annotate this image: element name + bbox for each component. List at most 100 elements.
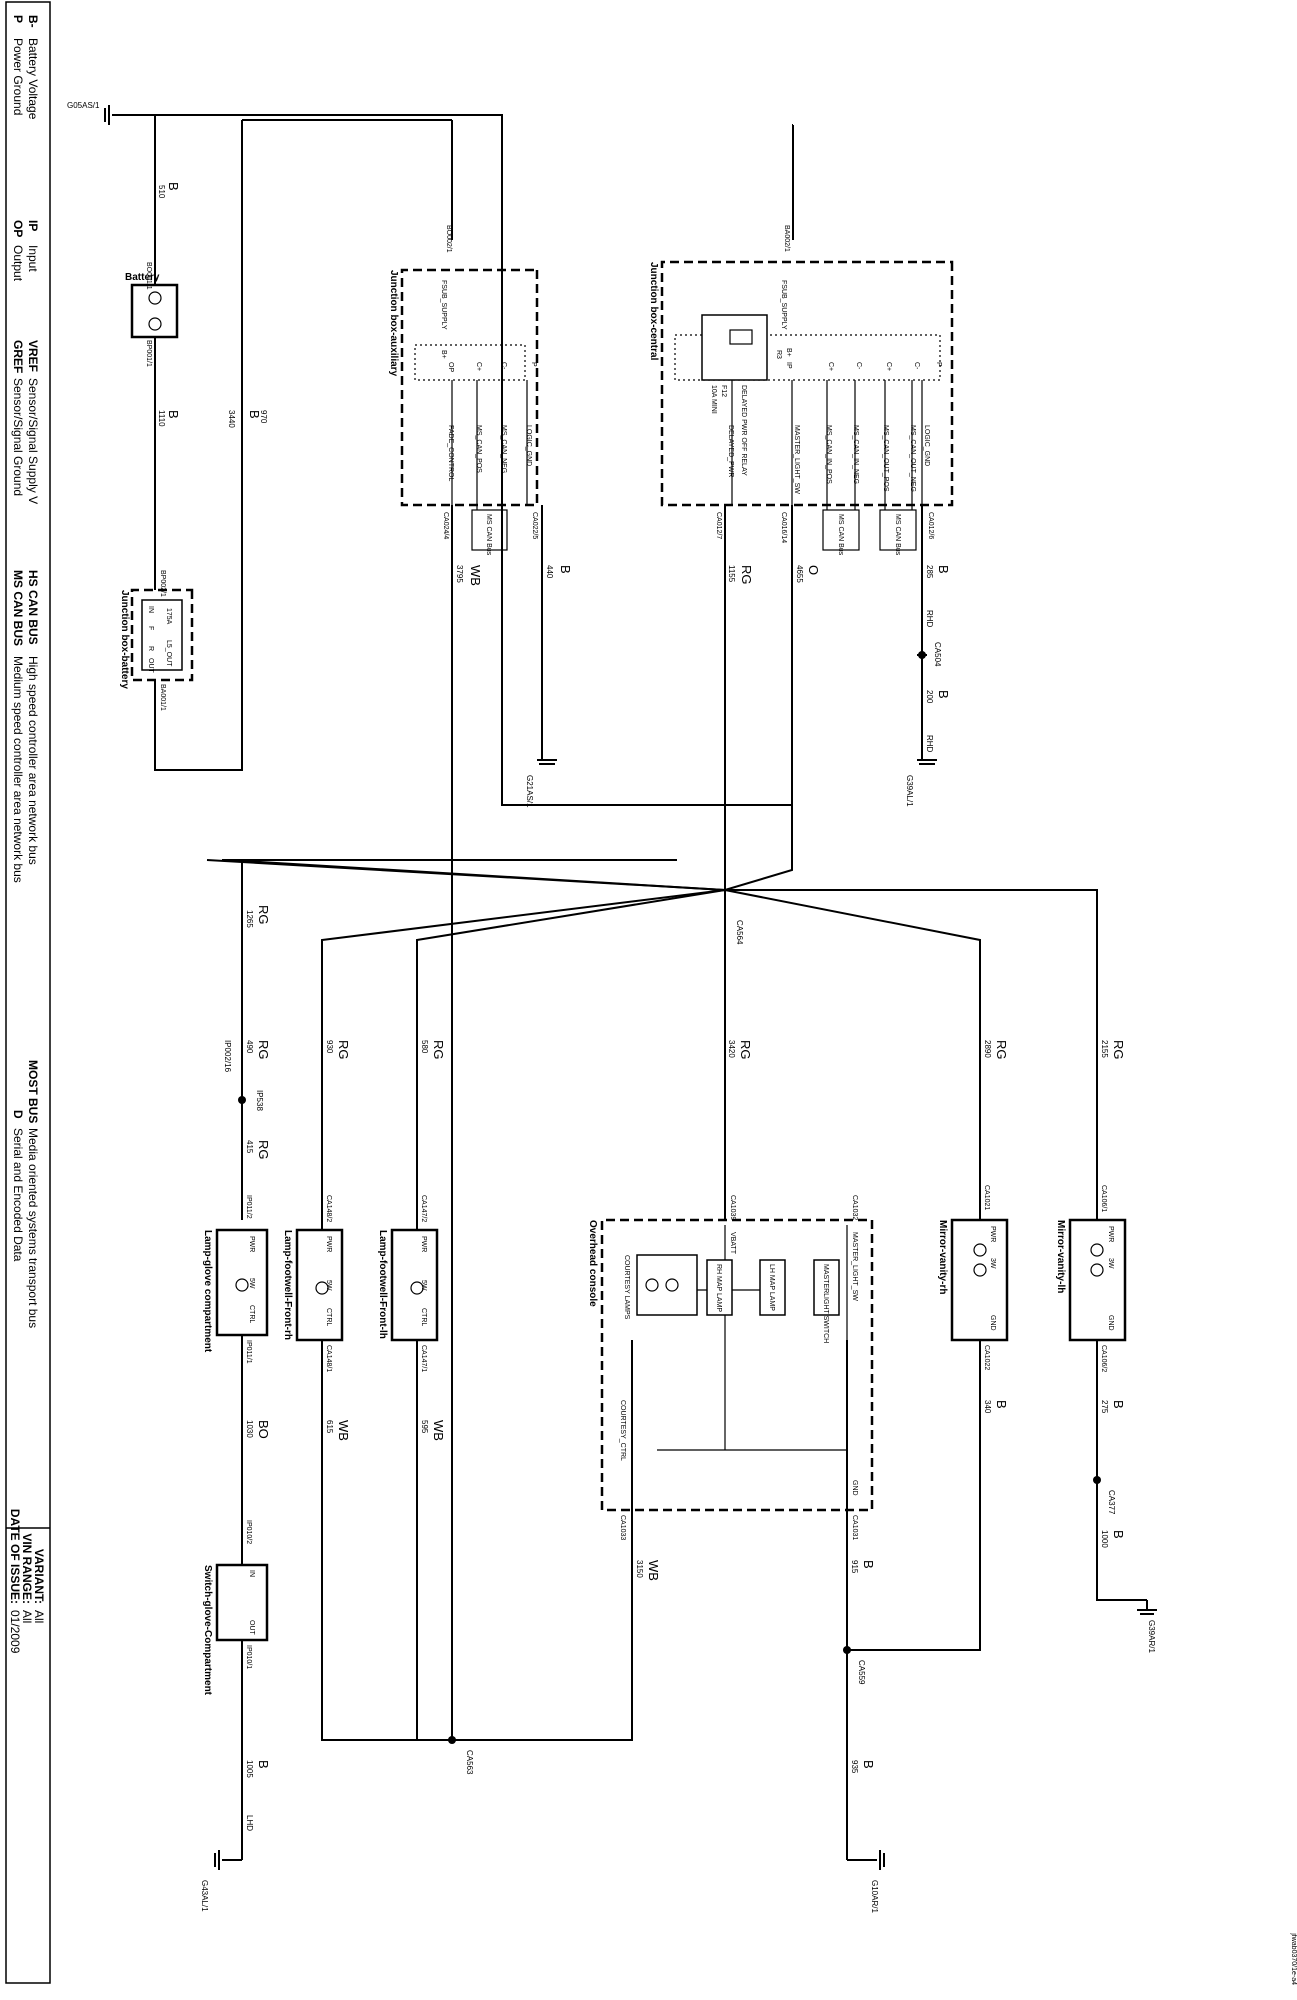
wire-2155: [725, 889, 1098, 1220]
overhead-conn-ca1031: CA1031: [851, 1515, 858, 1540]
mirror-vanity-lh: Mirror-vanity-lh PWR 3W GND CA106/1 CA10…: [1055, 1185, 1127, 1372]
switch-glove-out: OUT: [248, 1620, 255, 1636]
ground-g43al: G43AL/1: [200, 1850, 220, 1912]
wire-915-num: 915: [850, 1560, 859, 1574]
wire-1000-num: 1000: [1100, 1530, 1109, 1548]
mirror-lh-title: Mirror-vanity-lh: [1055, 1220, 1066, 1293]
splice-ca564-label: CA564: [735, 920, 744, 945]
legend-text-ms-can: Medium speed controller area network bus: [11, 656, 25, 883]
wire-3440-color: B: [247, 410, 262, 419]
legend-text-b: Battery Voltage: [26, 38, 40, 120]
jbc-relay-box: [701, 314, 768, 381]
battery: Battery BO001/1 BP001/1: [125, 262, 179, 367]
wire-1265-color: RG: [256, 905, 271, 925]
junction-box-battery: Junction box-battery 175A L5_OUT IN F R …: [119, 570, 194, 711]
wire-285-color: B: [936, 565, 951, 574]
wire-340-num: 340: [983, 1400, 992, 1414]
legend-frame: [5, 1, 51, 1984]
lamp-fw-rh-conn-out: CA148/1: [325, 1345, 332, 1372]
date-value: 01/2009: [8, 1610, 22, 1654]
splices: CA504 CA564 CA563 CA559 CA377 IP538: [238, 642, 1116, 1775]
lamp-fw-lh-bulb: [410, 1281, 424, 1295]
mirror-lh-bulb-2: [1090, 1263, 1104, 1277]
wire-1110-num: 1110: [157, 410, 166, 427]
wire-2155-num: 2155: [1100, 1040, 1109, 1058]
jbb-fuse-block: [141, 599, 183, 671]
date-label: DATE OF ISSUE:: [8, 1509, 22, 1604]
jba-pin-bplus: B+: [440, 350, 447, 359]
lamp-glove-bulb: [235, 1278, 249, 1292]
ip002-label: IP002/16: [223, 1040, 232, 1073]
jbc-pin-cminus-2: C-: [913, 362, 920, 370]
legend-text-p: Power Ground: [11, 38, 25, 115]
ground-g10ar: G10AR/1: [870, 1850, 885, 1913]
jbc-delayed-pwr: DELAYED_PWR: [727, 425, 734, 477]
jba-can-bus-label: MS CAN Bus: [485, 514, 492, 556]
legend-text-hs-can: High speed controller area network bus: [26, 656, 40, 865]
jbc-r3: R3: [775, 350, 782, 359]
wire-930-num: 930: [325, 1040, 334, 1054]
wire-415-num: 415: [245, 1140, 254, 1154]
overhead-frame: [600, 1218, 874, 1512]
splice-ip538: [238, 1096, 246, 1104]
variant-value: All: [32, 1610, 46, 1623]
legend-text-vref: Sensor/Signal Supply V: [26, 378, 40, 504]
jbb-frame: [130, 588, 194, 682]
wire-4655-num: 4655: [795, 565, 804, 583]
ground-g21as-label: G21AS/1: [525, 775, 534, 808]
wire-1030-num: 1030: [245, 1420, 254, 1438]
courtesy-lamp-2: [645, 1278, 659, 1292]
jba-logic-gnd: LOGIC_GND: [525, 425, 532, 466]
wire-440-num: 440: [545, 565, 554, 579]
junction-box-auxiliary: Junction box-auxiliary FSUB_SUPPLY B+ OP…: [388, 225, 539, 556]
courtesy-lamp-1: [665, 1278, 679, 1292]
courtesy-lamps-box: [636, 1254, 698, 1316]
wire-1005-num: 1005: [245, 1760, 254, 1778]
battery-conn-bp001: BP001/1: [145, 340, 152, 367]
lamp-glove-5w: 5W: [248, 1278, 255, 1289]
wire-labels: 510 B 1110 B 3440 B 970 3795 WB 440 B 11…: [157, 182, 1126, 1831]
wire-1110-color: B: [166, 410, 181, 419]
mirror-lh-bulb-1: [1090, 1243, 1104, 1257]
overhead-conn-ca1033: CA1033: [619, 1515, 626, 1540]
wire-580-num: 580: [420, 1040, 429, 1054]
master-switch-label: MASTERLIGHT SWITCH: [822, 1264, 829, 1343]
overhead-gnd: GND: [851, 1480, 858, 1496]
lamp-glove-title: Lamp-glove compartment: [202, 1230, 213, 1353]
wire-200-rhd: RHD: [925, 735, 934, 753]
mirror-rh-conn-out: CA1022: [983, 1345, 990, 1370]
wire-415-color: RG: [256, 1140, 271, 1160]
wire-3440-num: 3440: [227, 410, 236, 428]
wire-200-color: B: [936, 690, 951, 699]
mirror-lh-conn-out: CA106/2: [1100, 1345, 1107, 1372]
wire-615: [321, 1340, 452, 1741]
switch-glove-box: [215, 1563, 269, 1642]
vin-value: All: [20, 1610, 34, 1623]
wire-275-color: B: [1111, 1400, 1126, 1409]
jbc-pin-cminus-1: C-: [855, 362, 862, 370]
ground-g43al-label: G43AL/1: [200, 1880, 209, 1912]
wire-615-num: 615: [325, 1420, 334, 1434]
wire-440-color: B: [558, 565, 573, 574]
lamp-glove-pwr: PWR: [248, 1236, 255, 1252]
wire-340-color: B: [994, 1400, 1009, 1409]
jbc-relay-label: DELAYED PWR OFF RELAY: [740, 385, 747, 476]
wire-285-num: 285: [925, 565, 934, 579]
legend-text-op: Output: [11, 245, 25, 282]
wire-935-color: B: [861, 1760, 876, 1769]
wire-510-num: 510: [157, 185, 166, 199]
mirror-rh-gnd: GND: [989, 1315, 996, 1331]
master-switch-box: [813, 1259, 840, 1316]
lh-map-label: LH MAP LAMP: [768, 1264, 775, 1311]
wire-915-color: B: [861, 1560, 876, 1569]
rh-map-box: [706, 1259, 733, 1316]
mirror-lh-box: [1068, 1218, 1127, 1342]
jba-pin-cplus: C+: [475, 362, 482, 371]
wire-3150-num: 3150: [635, 1560, 644, 1578]
mirror-rh-3w: 3W: [989, 1258, 996, 1269]
wire-580: [416, 889, 726, 1230]
wire-3440: [154, 114, 792, 806]
wire-1005-color: B: [256, 1760, 271, 1769]
